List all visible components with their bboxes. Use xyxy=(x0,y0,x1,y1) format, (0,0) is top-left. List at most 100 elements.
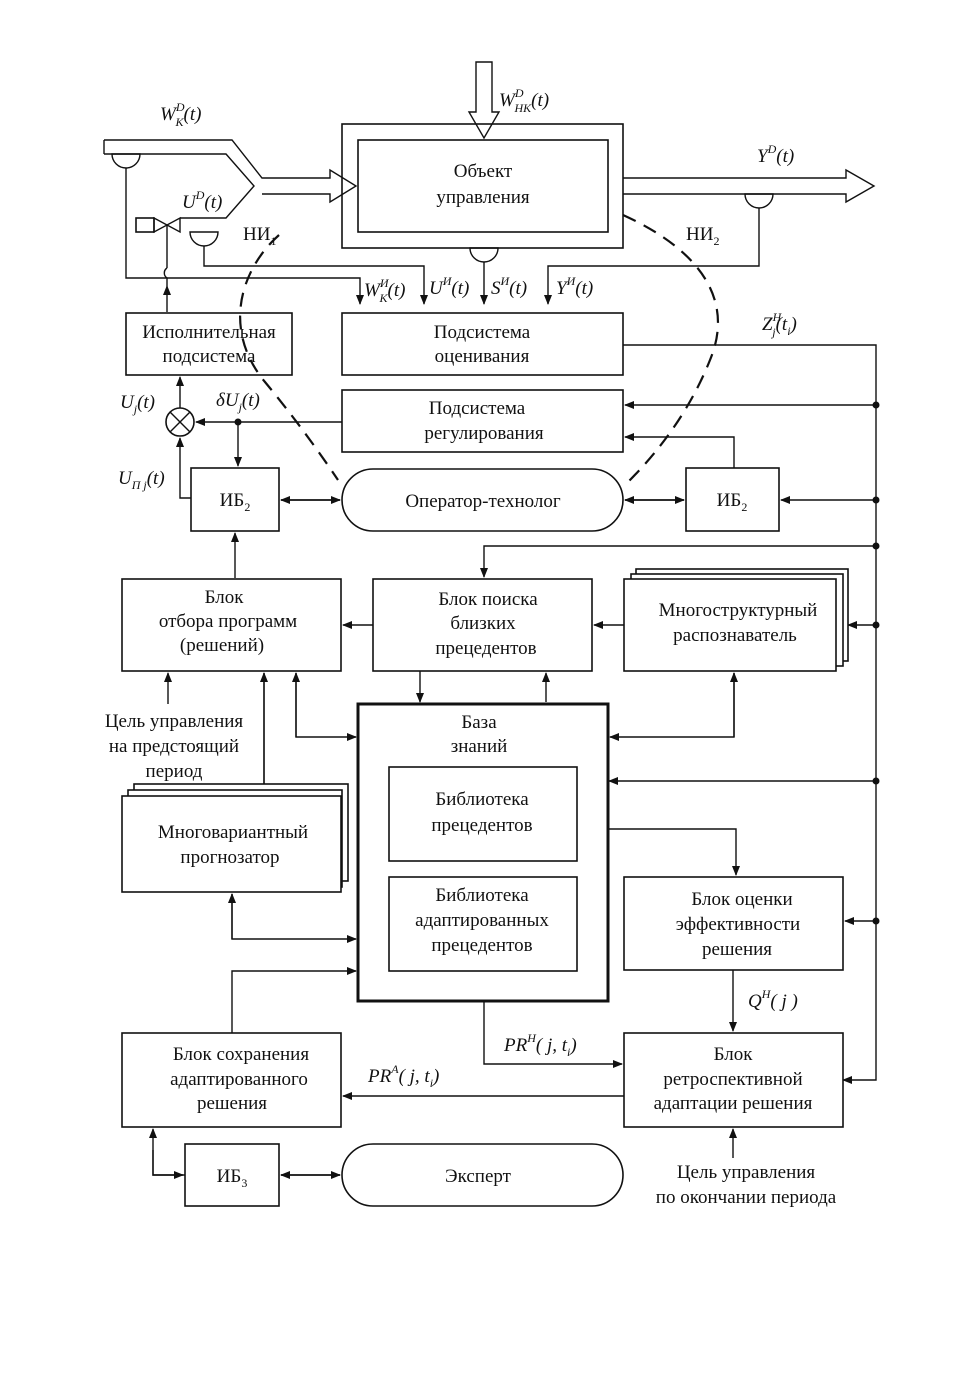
svg-text:SИ(t): SИ(t) xyxy=(491,274,527,299)
signal-U-j: Uj(t) xyxy=(120,392,155,416)
svg-text:решения: решения xyxy=(702,939,772,960)
svg-text:Блок: Блок xyxy=(714,1044,754,1065)
svg-text:Цель управления: Цель управления xyxy=(677,1162,816,1183)
svg-text:PRH( j, ti): PRH( j, ti) xyxy=(503,1031,577,1059)
svg-text:НИ1: НИ1 xyxy=(243,224,276,248)
svg-text:по окончании периода: по окончании периода xyxy=(656,1187,837,1208)
svg-text:отбора программ: отбора программ xyxy=(159,611,297,632)
svg-text:Многоструктурный: Многоструктурный xyxy=(659,600,818,621)
svg-text:UИ(t): UИ(t) xyxy=(429,274,469,299)
svg-text:прецедентов: прецедентов xyxy=(435,638,536,659)
svg-text:ИБ2: ИБ2 xyxy=(717,490,748,514)
svg-text:δUj(t): δUj(t) xyxy=(216,390,260,414)
svg-text:адаптированного: адаптированного xyxy=(170,1069,308,1090)
operator-link-right xyxy=(622,213,720,483)
svg-text:WИK(t): WИK(t) xyxy=(364,276,405,305)
object-line-1: Объект xyxy=(454,161,513,182)
svg-text:прогнозатор: прогнозатор xyxy=(180,847,279,868)
svg-text:Эксперт: Эксперт xyxy=(445,1166,512,1187)
disturbance-input-arrow xyxy=(467,61,501,140)
svg-text:ИБ3: ИБ3 xyxy=(217,1166,248,1190)
svg-text:Оператор-технолог: Оператор-технолог xyxy=(405,491,561,512)
svg-text:регулирования: регулирования xyxy=(424,423,544,444)
object-of-control-block: Объект управления xyxy=(341,123,624,249)
bus-taps xyxy=(872,401,880,925)
input-sensor-icon xyxy=(111,153,141,169)
svg-text:прецедентов: прецедентов xyxy=(431,935,532,956)
signal-U-I: UИ(t) xyxy=(429,274,469,299)
save-adapted-block: Блок сохранения адаптированного решения xyxy=(121,1032,342,1128)
svg-text:Библиотека: Библиотека xyxy=(435,885,529,906)
svg-text:UD(t): UD(t) xyxy=(182,188,222,213)
estimation-subsystem-block: Подсистема оценивания xyxy=(341,312,624,376)
valve-icon xyxy=(135,216,181,268)
svg-text:WDK(t): WDK(t) xyxy=(160,100,201,129)
regulation-subsystem-block: Подсистема регулирования xyxy=(341,389,624,453)
svg-text:PRA( j, ti): PRA( j, ti) xyxy=(367,1062,439,1090)
svg-text:близких: близких xyxy=(450,613,516,634)
sensor-ni1-icon xyxy=(189,231,219,247)
svg-text:оценивания: оценивания xyxy=(435,346,530,367)
svg-text:Подсистема: Подсистема xyxy=(434,322,531,343)
svg-text:Исполнительная: Исполнительная xyxy=(142,322,276,343)
ib2-right-block: ИБ2 xyxy=(685,467,780,532)
retro-adaptation-block: Блок ретроспективной адаптации решения xyxy=(623,1032,844,1128)
svg-text:эффективности: эффективности xyxy=(676,914,800,935)
svg-text:Библиотека: Библиотека xyxy=(435,789,529,810)
svg-text:Цель управления: Цель управления xyxy=(105,711,244,732)
precedent-search-block: Блок поиска близких прецедентов xyxy=(372,578,593,672)
svg-text:адаптированных: адаптированных xyxy=(415,910,549,931)
control-input-channel xyxy=(103,139,358,219)
svg-text:YD(t): YD(t) xyxy=(757,142,794,167)
svg-text:период: период xyxy=(146,761,203,782)
signal-S-I: SИ(t) xyxy=(491,274,527,299)
svg-text:на предстоящий: на предстоящий xyxy=(109,736,239,757)
svg-text:знаний: знаний xyxy=(451,736,508,757)
precedent-library-block: Библиотека прецедентов xyxy=(388,766,578,862)
svg-text:UП j(t): UП j(t) xyxy=(118,468,165,492)
operator-technologist-block: Оператор-технолог xyxy=(341,468,624,532)
goal-upcoming-note: Цель управления на предстоящий период xyxy=(105,711,244,782)
efficiency-evaluation-block: Блок оценки эффективности решения xyxy=(623,876,844,971)
svg-text:НИ2: НИ2 xyxy=(686,224,719,248)
svg-text:Uj(t): Uj(t) xyxy=(120,392,155,416)
svg-text:ИБ2: ИБ2 xyxy=(220,490,251,514)
svg-text:Блок оценки: Блок оценки xyxy=(691,889,792,910)
label-ni2: НИ2 xyxy=(686,224,719,248)
label-ni1: НИ1 xyxy=(243,224,276,248)
signal-Y-I: YИ(t) xyxy=(556,274,593,299)
ib3-block: ИБ3 xyxy=(184,1143,280,1207)
svg-text:YИ(t): YИ(t) xyxy=(556,274,593,299)
object-line-2: управления xyxy=(436,187,530,208)
program-selection-block: Блок отбора программ (решений) xyxy=(121,578,342,672)
summing-junction-icon xyxy=(165,407,195,437)
svg-text:Блок поиска: Блок поиска xyxy=(438,589,538,610)
output-sensor-icon xyxy=(744,193,774,209)
svg-text:решения: решения xyxy=(197,1093,267,1114)
signal-PR-A: PRA( j, ti) xyxy=(367,1062,439,1090)
forecaster-block: Многовариантный прогнозатор xyxy=(121,783,349,893)
signal-Q-H: QH( j ) xyxy=(748,987,798,1012)
goal-end-note: Цель управления по окончании периода xyxy=(656,1162,837,1208)
svg-text:Многовариантный: Многовариантный xyxy=(158,822,308,843)
svg-text:адаптации решения: адаптации решения xyxy=(654,1093,813,1114)
svg-text:Блок: Блок xyxy=(205,587,245,608)
expert-block: Эксперт xyxy=(341,1143,624,1207)
svg-text:(решений): (решений) xyxy=(180,635,264,656)
executive-subsystem-block: Исполнительная подсистема xyxy=(125,312,293,376)
adapted-library-block: Библиотека адаптированных прецедентов xyxy=(388,876,578,972)
svg-text:подсистема: подсистема xyxy=(163,346,256,367)
svg-text:прецедентов: прецедентов xyxy=(431,815,532,836)
svg-text:QH( j ): QH( j ) xyxy=(748,987,798,1012)
signal-dU-j: δUj(t) xyxy=(216,390,260,414)
signal-U-Pj: UП j(t) xyxy=(118,468,165,492)
svg-text:Блок сохранения: Блок сохранения xyxy=(173,1044,309,1065)
output-channel xyxy=(623,168,876,204)
svg-text:База: База xyxy=(461,712,497,733)
